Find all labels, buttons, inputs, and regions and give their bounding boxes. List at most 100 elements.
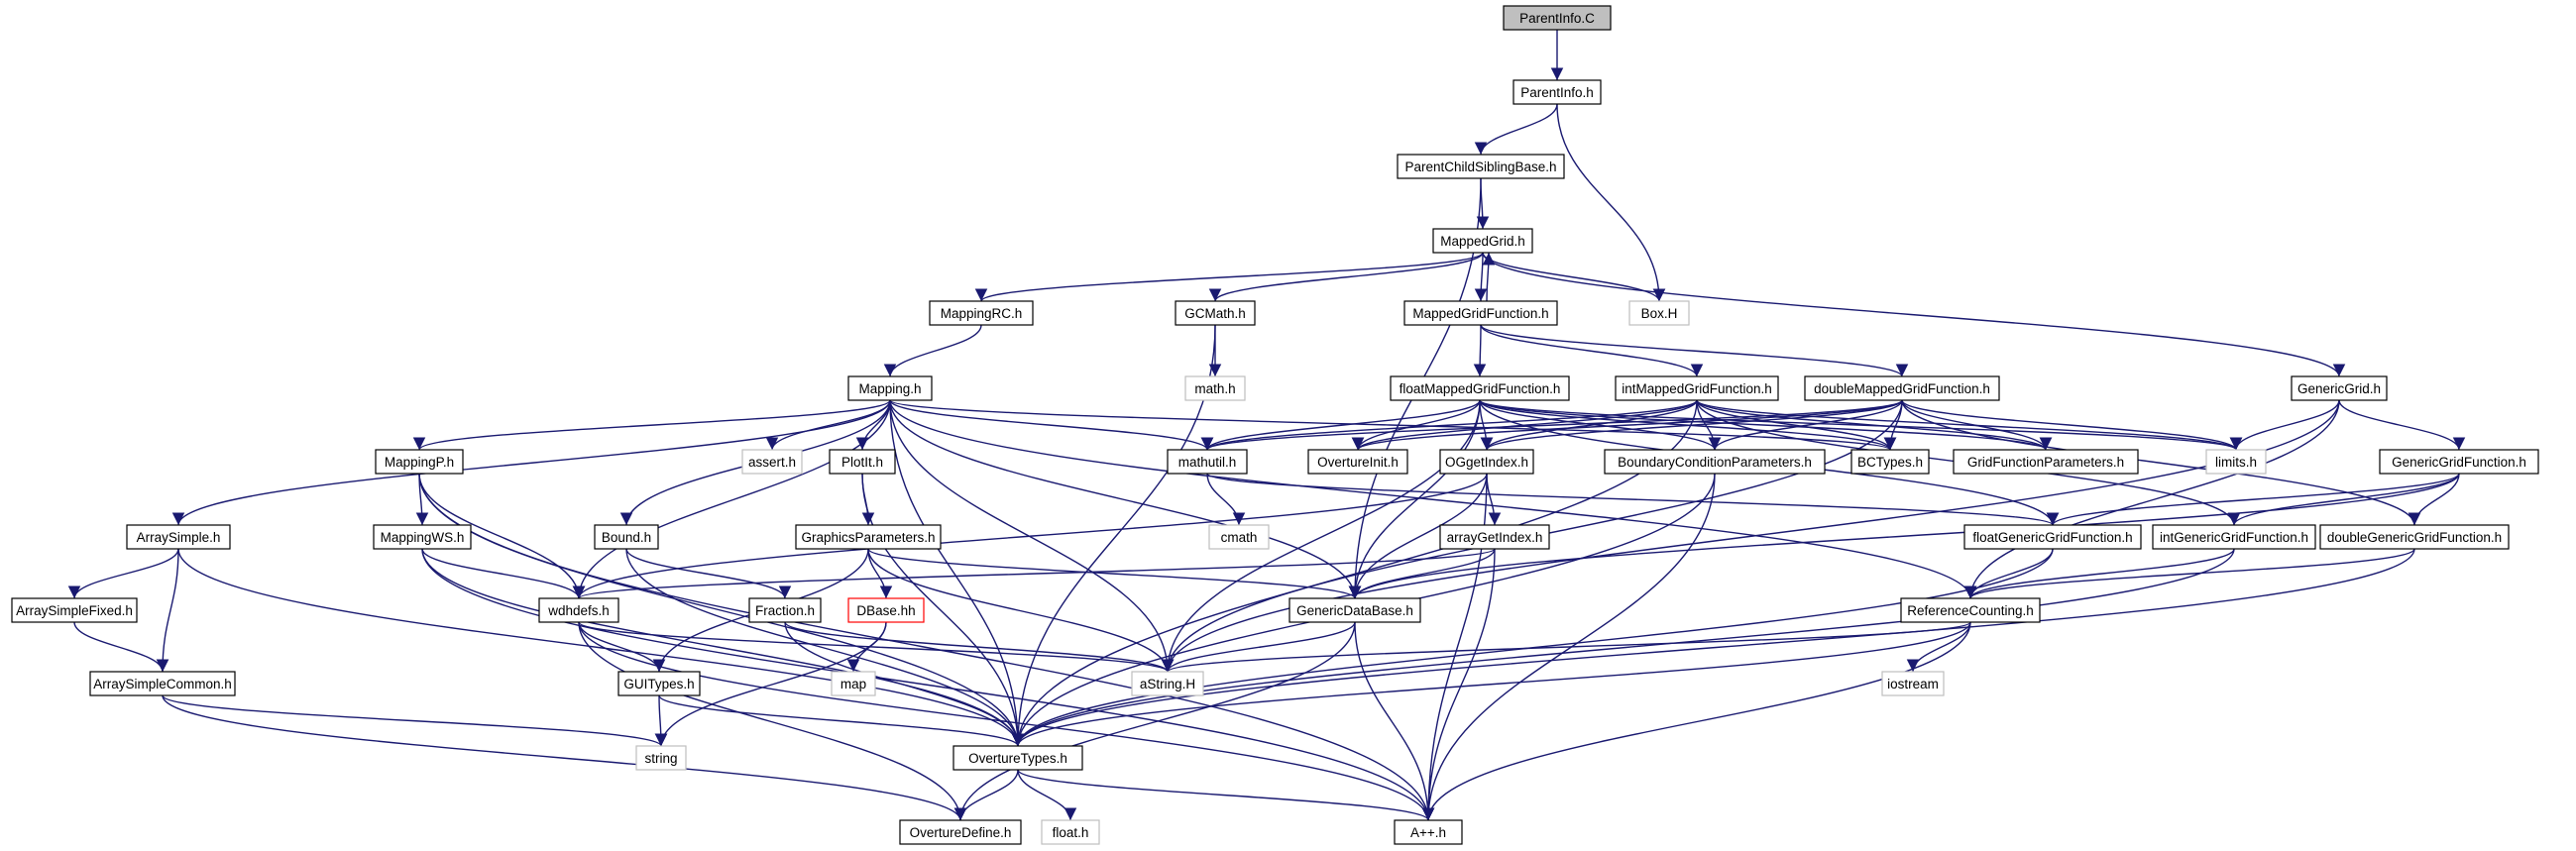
node-label: MappingP.h bbox=[385, 455, 454, 470]
node-label: ParentInfo.C bbox=[1519, 11, 1595, 26]
edge-Mapping-to-OvertureTypes bbox=[889, 399, 1025, 747]
node-doubleGGF[interactable]: doubleGenericGridFunction.h bbox=[2319, 524, 2510, 550]
node-asserth: assert.h bbox=[741, 449, 803, 475]
node-intGGF[interactable]: intGenericGridFunction.h bbox=[2152, 524, 2316, 550]
edge-intMGF-to-mathutil bbox=[1200, 399, 1698, 451]
node-BCTypes[interactable]: BCTypes.h bbox=[1850, 449, 1930, 475]
node-label: ReferenceCounting.h bbox=[1907, 603, 2034, 618]
node-floatGGF[interactable]: floatGenericGridFunction.h bbox=[1963, 524, 2142, 550]
node-BCP[interactable]: BoundaryConditionParameters.h bbox=[1604, 449, 1826, 475]
node-label: ParentInfo.h bbox=[1520, 85, 1594, 100]
node-GenericGrid[interactable]: GenericGrid.h bbox=[2291, 375, 2388, 401]
node-box bbox=[635, 745, 687, 771]
node-label: intMappedGridFunction.h bbox=[1622, 381, 1772, 396]
node-ParentInfoh[interactable]: ParentInfo.h bbox=[1512, 79, 1602, 105]
edge-MappedGrid-to-MGF bbox=[1474, 252, 1488, 302]
node-label: GenericDataBase.h bbox=[1296, 603, 1413, 618]
edges-layer bbox=[67, 29, 2466, 821]
edge-doubleMGF-to-mathutil bbox=[1201, 399, 1903, 451]
node-GCMath[interactable]: GCMath.h bbox=[1175, 300, 1256, 326]
node-OGgetIndex[interactable]: OGgetIndex.h bbox=[1439, 449, 1534, 475]
node-box bbox=[11, 597, 138, 623]
edge-RefCounting-to-Apph bbox=[1421, 621, 1971, 821]
node-MappingWS[interactable]: MappingWS.h bbox=[373, 524, 472, 550]
node-OvertureTypes[interactable]: OvertureTypes.h bbox=[952, 745, 1083, 771]
edge-ArraySimple-to-ArraySimpleCommon bbox=[156, 548, 179, 673]
node-label: GridFunctionParameters.h bbox=[1967, 455, 2124, 470]
edge-intMGF-to-GFP bbox=[1696, 399, 2053, 451]
node-label: BoundaryConditionParameters.h bbox=[1618, 455, 1812, 470]
node-box bbox=[929, 300, 1034, 326]
node-Fraction[interactable]: Fraction.h bbox=[748, 597, 822, 623]
node-MGF[interactable]: MappedGridFunction.h bbox=[1403, 300, 1558, 326]
node-label: string bbox=[644, 751, 677, 766]
edge-ArraySimpleCommon-to-OvertureDefine bbox=[162, 694, 967, 821]
node-DBase[interactable]: DBase.hh bbox=[847, 597, 925, 623]
node-GenericDataBase[interactable]: GenericDataBase.h bbox=[1288, 597, 1421, 623]
node-ArraySimpleCommon[interactable]: ArraySimpleCommon.h bbox=[89, 671, 236, 696]
node-arrayGetIndex[interactable]: arrayGetIndex.h bbox=[1439, 524, 1550, 550]
node-floatMGF[interactable]: floatMappedGridFunction.h bbox=[1390, 375, 1570, 401]
node-iostream: iostream bbox=[1881, 671, 1945, 696]
node-label: wdhdefs.h bbox=[547, 603, 610, 618]
edge-ArraySimpleCommon-to-stringh bbox=[162, 694, 668, 747]
node-box bbox=[1615, 375, 1779, 401]
edge-GUITypes-to-stringh bbox=[654, 694, 668, 747]
node-MappingRC[interactable]: MappingRC.h bbox=[929, 300, 1034, 326]
node-label: Bound.h bbox=[602, 530, 651, 545]
node-PCSB[interactable]: ParentChildSiblingBase.h bbox=[1397, 154, 1565, 179]
edge-Mapping-to-wdhdefs bbox=[572, 399, 891, 599]
node-box bbox=[1953, 449, 2139, 475]
node-box bbox=[1628, 300, 1690, 326]
edge-GenericGrid-to-aStringH bbox=[1161, 399, 2340, 673]
edge-ArraySimple-to-ArraySimpleFixed bbox=[67, 548, 179, 599]
node-box bbox=[1439, 524, 1550, 550]
node-label: GenericGridFunction.h bbox=[2392, 455, 2526, 470]
node-box bbox=[1175, 300, 1256, 326]
node-label: Mapping.h bbox=[858, 381, 921, 396]
edge-GUITypes-to-OvertureTypes bbox=[658, 694, 1025, 747]
node-Bound[interactable]: Bound.h bbox=[594, 524, 659, 550]
node-Mapping[interactable]: Mapping.h bbox=[847, 375, 933, 401]
edge-intGGF-to-OvertureTypes bbox=[1011, 548, 2235, 747]
node-ParentInfoC[interactable]: ParentInfo.C bbox=[1503, 5, 1612, 31]
edge-wdhdefs-to-Apph bbox=[578, 621, 1435, 821]
node-RefCounting[interactable]: ReferenceCounting.h bbox=[1900, 597, 2041, 623]
node-box bbox=[1131, 671, 1204, 696]
node-label: limits.h bbox=[2215, 455, 2257, 470]
node-box bbox=[952, 745, 1083, 771]
edge-doubleGGF-to-OvertureTypes bbox=[1011, 548, 2415, 747]
node-Apph[interactable]: A++.h bbox=[1394, 819, 1463, 845]
node-MappingP[interactable]: MappingP.h bbox=[375, 449, 464, 475]
node-OvertureDefine[interactable]: OvertureDefine.h bbox=[899, 819, 1022, 845]
edge-Mapping-to-GenericDataBase bbox=[889, 399, 1362, 599]
node-PlotIt[interactable]: PlotIt.h bbox=[829, 449, 896, 475]
node-floath: float.h bbox=[1041, 819, 1100, 845]
node-wdhdefs[interactable]: wdhdefs.h bbox=[538, 597, 619, 623]
edge-intGGF-to-RefCounting bbox=[1963, 548, 2235, 599]
node-GraphicsParameters[interactable]: GraphicsParameters.h bbox=[795, 524, 942, 550]
edge-GenericGrid-to-RefCounting bbox=[1963, 399, 2340, 599]
node-mathutil[interactable]: mathutil.h bbox=[1167, 449, 1248, 475]
edge-intMGF-to-limitsh bbox=[1696, 399, 2242, 451]
node-GFP[interactable]: GridFunctionParameters.h bbox=[1953, 449, 2139, 475]
edge-intMGF-to-OvertureInit bbox=[1351, 399, 1698, 451]
node-ArraySimple[interactable]: ArraySimple.h bbox=[126, 524, 231, 550]
node-ArraySimpleFixed[interactable]: ArraySimpleFixed.h bbox=[11, 597, 138, 623]
node-label: PlotIt.h bbox=[841, 455, 883, 470]
edge-MGF-to-MappedGrid bbox=[1482, 252, 1496, 302]
node-intMGF[interactable]: intMappedGridFunction.h bbox=[1615, 375, 1779, 401]
edge-intMGF-to-OGgetIndex bbox=[1480, 399, 1698, 451]
edge-OGgetIndex-to-GenericDataBase bbox=[1348, 473, 1488, 599]
node-OvertureInit[interactable]: OvertureInit.h bbox=[1307, 449, 1408, 475]
node-MappedGrid[interactable]: MappedGrid.h bbox=[1432, 228, 1533, 254]
node-doubleMGF[interactable]: doubleMappedGridFunction.h bbox=[1804, 375, 2000, 401]
node-label: ParentChildSiblingBase.h bbox=[1404, 160, 1556, 174]
edge-MappingP-to-OvertureTypes bbox=[418, 473, 1025, 747]
node-GUITypes[interactable]: GUITypes.h bbox=[617, 671, 701, 696]
node-GGF[interactable]: GenericGridFunction.h bbox=[2379, 449, 2539, 475]
node-box bbox=[1804, 375, 2000, 401]
node-box bbox=[594, 524, 659, 550]
edge-wdhdefs-to-aStringH bbox=[578, 621, 1174, 673]
edge-mathutil-to-cmath bbox=[1206, 473, 1246, 526]
